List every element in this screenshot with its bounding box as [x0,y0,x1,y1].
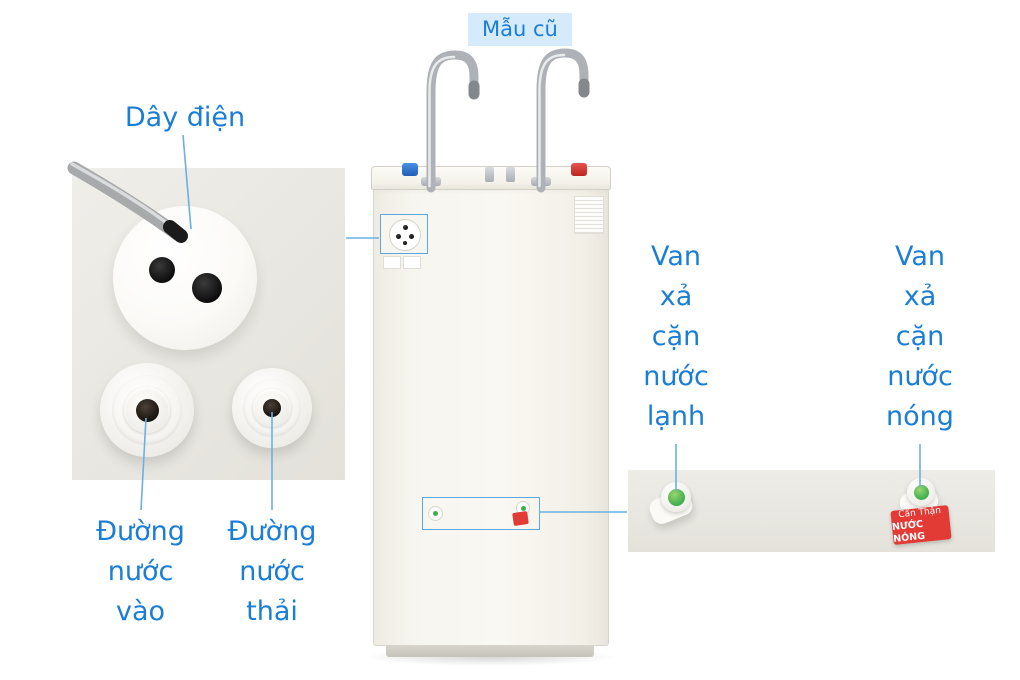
grommet-hole-left [149,257,175,283]
label-cold-drain-valve: Van xả cặn nước lạnh [643,241,709,432]
cold-drain-valve-cap [661,482,691,512]
grommet-hole-right [192,273,222,303]
drain-valves-callout-box [422,497,540,530]
power-inlet-socket [389,219,421,251]
small-sticker-right [403,256,421,269]
warning-line2: NƯỚC NÓNG [891,518,926,545]
cold-drain-valve-small [428,506,443,521]
deck-fitting-left [485,167,494,182]
faucet-right-base [531,177,551,186]
deck-fitting-right [506,167,515,182]
small-sticker-left [383,256,401,269]
hot-water-knob [571,163,587,176]
label-water-inlet: Đường nước vào [96,516,185,627]
cable-grommet [113,206,257,350]
dispenser-base [386,645,594,657]
product-label-sticker [574,196,604,234]
faucet-left-base [421,177,441,186]
hot-water-warning-sticker: Cẩn Thận NƯỚC NÓNG [890,505,952,545]
drain-valves-inset: Cẩn Thận NƯỚC NÓNG [628,470,995,552]
hot-warning-sticker-small [512,511,529,526]
label-power-cable: Dây điện [124,102,246,133]
label-waste-water: Đường nước thải [227,516,317,627]
cold-water-knob [402,163,418,176]
label-hot-drain-valve: Van xả cặn nước nóng [886,241,954,432]
rear-connections-inset [72,168,345,480]
old-model-badge: Mẫu cũ [468,13,572,47]
power-inlet-callout-box [380,214,428,254]
water-inlet-fitting [100,363,194,457]
hot-drain-valve-cap [907,478,935,506]
waste-water-fitting [232,368,312,448]
